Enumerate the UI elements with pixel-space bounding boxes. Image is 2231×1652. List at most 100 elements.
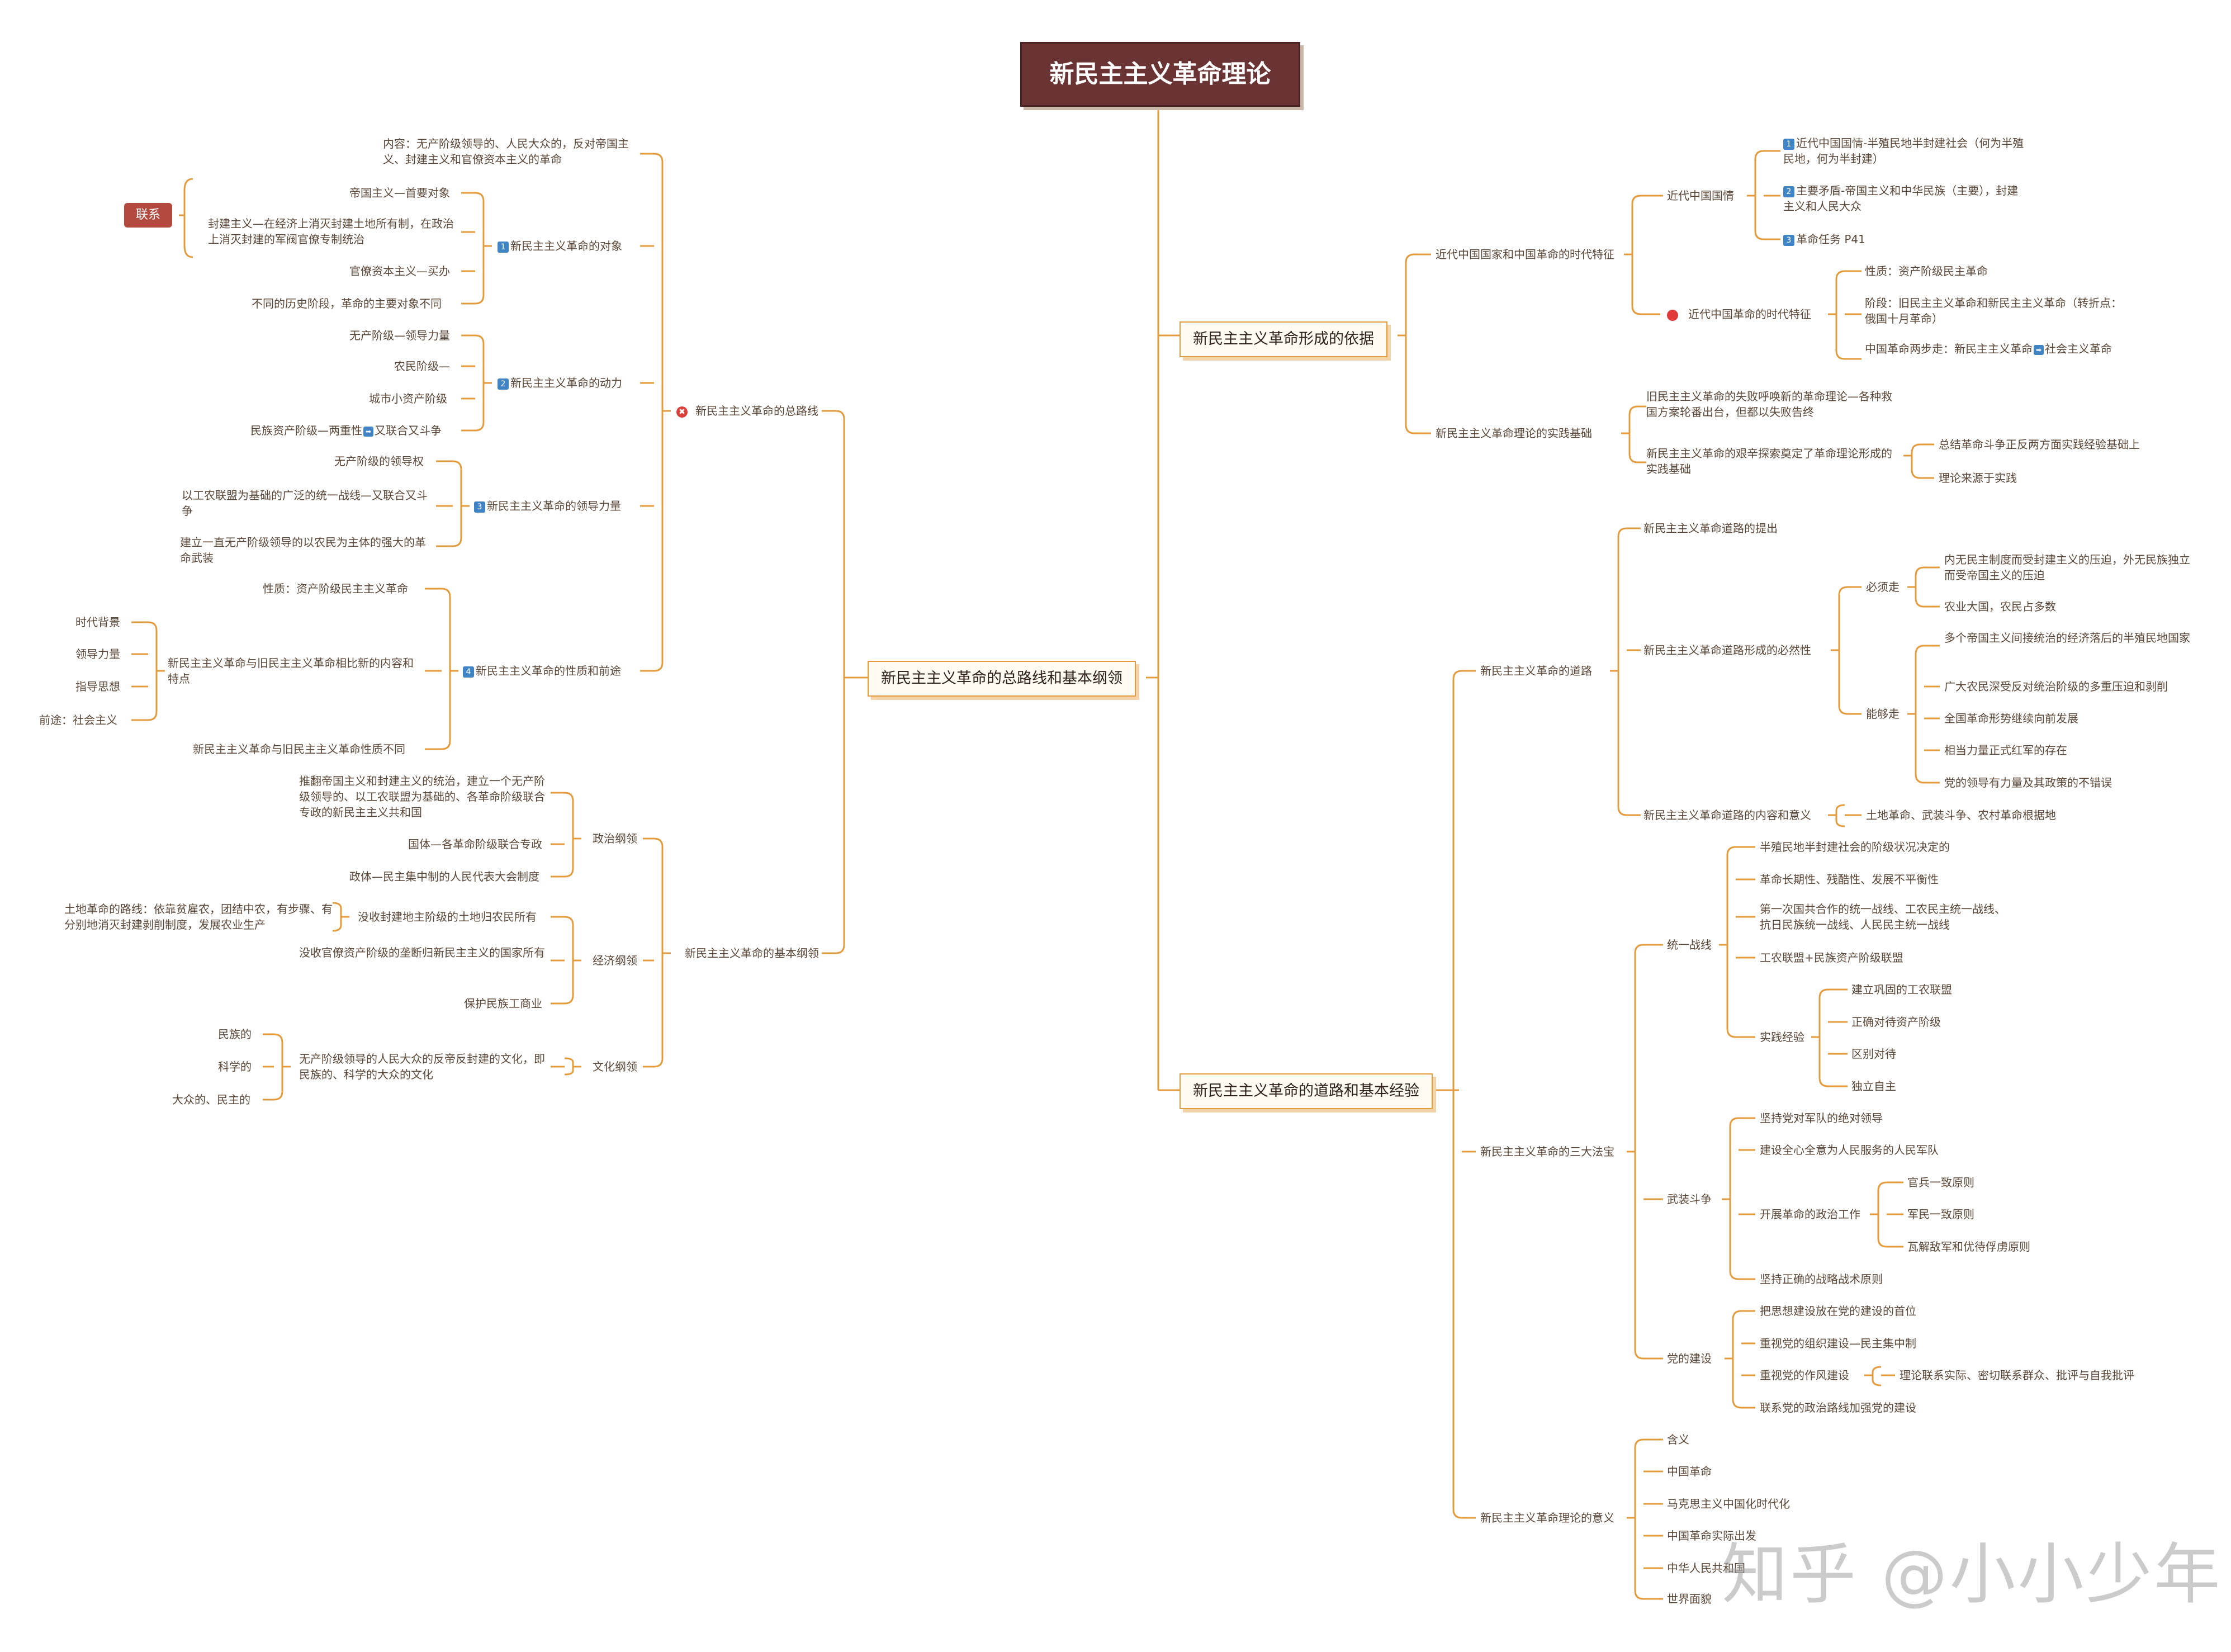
- node-wz3c[interactable]: 瓦解敌军和优待俘虏原则: [1907, 1240, 2030, 1253]
- node-dx1[interactable]: 帝国主义—首要对象: [349, 186, 450, 200]
- node-dangjianshe[interactable]: 党的建设: [1667, 1352, 1712, 1365]
- node-sj2a[interactable]: 总结革命斗争正反两方面实践经验基础上: [1939, 438, 2140, 451]
- node-sd2[interactable]: 阶段：旧民主主义革命和新民主主义革命（转折点：俄国十月革命）: [1865, 296, 2122, 325]
- node-xz2c[interactable]: 指导思想: [75, 680, 120, 693]
- node-sy4[interactable]: 独立自主: [1851, 1080, 1896, 1093]
- node-ng2[interactable]: 广大农民深受反对统治阶级的多重压迫和剥削: [1944, 680, 2168, 693]
- node-daolu[interactable]: 新民主主义革命的道路: [1480, 664, 1592, 678]
- node-wz1[interactable]: 坚持党对军队的绝对领导: [1760, 1111, 1883, 1125]
- node-ty1[interactable]: 半殖民地半封建社会的阶级状况决定的: [1760, 840, 1950, 854]
- node-dl3[interactable]: 城市小资产阶级: [369, 392, 447, 405]
- branch-xingcheng-yiju[interactable]: 新民主主义革命形成的依据: [1180, 321, 1387, 357]
- node-jj1[interactable]: 没收封建地主阶级的土地归农民所有: [358, 910, 537, 924]
- node-neirongyiyi[interactable]: 新民主主义革命道路的内容和意义: [1643, 808, 1811, 822]
- node-yy3[interactable]: 马克思主义中国化时代化: [1667, 1497, 1790, 1511]
- node-sj1[interactable]: 旧民主主义革命的失败呼唤新的革命理论—各种救国方案轮番出台，但都以失败告终: [1646, 390, 1892, 419]
- node-ty4[interactable]: 工农联盟+民族资产阶级联盟: [1760, 951, 1903, 964]
- node-dx3[interactable]: 官僚资本主义—买办: [349, 264, 450, 278]
- node-bixu[interactable]: 必须走: [1866, 580, 1900, 594]
- node-sd3[interactable]: 中国革命两步走：新民主主义革命➡社会主义革命: [1865, 342, 2112, 356]
- node-shijianjingyan[interactable]: 实践经验: [1760, 1030, 1804, 1044]
- node-ng3[interactable]: 全国革命形势继续向前发展: [1944, 712, 2078, 725]
- node-xz1[interactable]: 性质：资产阶级民主主义革命: [263, 582, 408, 595]
- node-jj2[interactable]: 没收官僚资产阶级的垄断归新民主主义的国家所有: [299, 946, 545, 959]
- node-xz2a[interactable]: 时代背景: [75, 616, 120, 629]
- node-sy3[interactable]: 区别对待: [1851, 1047, 1896, 1061]
- node-dx4[interactable]: 不同的历史阶段，革命的主要对象不同: [252, 297, 442, 310]
- node-fabao[interactable]: 新民主主义革命的三大法宝: [1480, 1145, 1614, 1158]
- node-ld1[interactable]: 无产阶级的领导权: [334, 455, 424, 468]
- node-biran[interactable]: 新民主主义革命道路形成的必然性: [1643, 643, 1811, 657]
- node-yy5[interactable]: 中华人民共和国: [1667, 1561, 1745, 1575]
- node-sd1[interactable]: 性质：资产阶级民主革命: [1865, 264, 1988, 278]
- node-nenggou[interactable]: 能够走: [1866, 707, 1900, 721]
- node-tezheng[interactable]: 近代中国国家和中国革命的时代特征: [1436, 248, 1614, 261]
- branch-daolu-jingyan[interactable]: 新民主主义革命的道路和基本经验: [1180, 1073, 1433, 1109]
- node-zz1[interactable]: 推翻帝国主义和封建主义的统治，建立一个无产阶级领导的、以工农联盟为基础的、各革命…: [299, 774, 545, 819]
- node-xz2d[interactable]: 前途：社会主义: [39, 713, 117, 727]
- node-shijian[interactable]: 新民主主义革命理论的实践基础: [1436, 427, 1592, 440]
- node-zz2[interactable]: 国体—各革命阶级联合专政: [408, 837, 542, 851]
- node-sy1[interactable]: 建立巩固的工农联盟: [1851, 983, 1952, 996]
- node-yiyi[interactable]: 新民主主义革命理论的意义: [1480, 1511, 1614, 1525]
- node-xz2[interactable]: 新民主主义革命与旧民主主义革命相比新的内容和特点: [168, 656, 414, 685]
- node-wz3a[interactable]: 官兵一致原则: [1907, 1176, 1974, 1189]
- branch-zongluxian-gangling[interactable]: 新民主主义革命的总路线和基本纲领: [868, 661, 1136, 697]
- node-yy1[interactable]: 含义: [1667, 1433, 1689, 1446]
- node-jj3[interactable]: 保护民族工商业: [464, 997, 542, 1010]
- node-wz3[interactable]: 开展革命的政治工作: [1760, 1208, 1860, 1221]
- node-neirong[interactable]: 内容：无产阶级领导的、人民大众的，反对帝国主义、封建主义和官僚资本主义的革命: [383, 137, 629, 166]
- node-ng1[interactable]: 多个帝国主义间接统治的经济落后的半殖民地国家: [1944, 631, 2190, 645]
- node-yy2[interactable]: 中国革命: [1667, 1465, 1712, 1478]
- node-zz3[interactable]: 政体—民主集中制的人民代表大会制度: [349, 870, 539, 883]
- root-title[interactable]: 新民主主义革命理论: [1020, 42, 1300, 107]
- node-xz2b[interactable]: 领导力量: [75, 647, 120, 661]
- node-ty3[interactable]: 第一次国共合作的统一战线、工农民主统一战线、抗日民族统一战线、人民民主统一战线: [1760, 902, 2006, 931]
- node-jj1a[interactable]: 土地革命的路线：依靠贫雇农，团结中农，有步骤、有分别地消灭封建剥削制度，发展农业…: [64, 902, 333, 931]
- node-ld3[interactable]: 建立一直无产阶级领导的以农民为主体的强大的革命武装: [180, 536, 426, 565]
- node-dj1[interactable]: 把思想建设放在党的建设的首位: [1760, 1304, 1916, 1318]
- node-wz3b[interactable]: 军民一致原则: [1907, 1208, 1974, 1221]
- node-dj3a[interactable]: 理论联系实际、密切联系群众、批评与自我批评: [1900, 1369, 2134, 1382]
- node-dx2[interactable]: 封建主义—在经济上消灭封建土地所有制，在政治上消灭封建的军阀官僚专制统治: [208, 217, 454, 246]
- node-bx2[interactable]: 农业大国，农民占多数: [1944, 600, 2056, 613]
- node-ty2[interactable]: 革命长期性、残酷性、发展不平衡性: [1760, 873, 1939, 886]
- node-dj3[interactable]: 重视党的作风建设: [1760, 1369, 1849, 1382]
- node-dl1[interactable]: 无产阶级—领导力量: [349, 329, 450, 342]
- node-jingji[interactable]: 经济纲领: [593, 954, 637, 967]
- node-bx1[interactable]: 内无民主制度而受封建主义的压迫，外无民族独立而受帝国主义的压迫: [1944, 553, 2190, 582]
- node-sj2b[interactable]: 理论来源于实践: [1939, 471, 2017, 485]
- node-wuzhuang[interactable]: 武装斗争: [1667, 1192, 1712, 1206]
- node-dl4[interactable]: 民族资产阶级—两重性➡又联合又斗争: [250, 424, 442, 437]
- node-wh1[interactable]: 无产阶级领导的人民大众的反帝反封建的文化，即民族的、科学的大众的文化: [299, 1052, 545, 1081]
- node-zongluxian[interactable]: ✖新民主主义革命的总路线: [676, 403, 818, 419]
- node-shidai[interactable]: 近代中国革命的时代特征: [1667, 306, 1811, 322]
- node-ng4[interactable]: 相当力量正式红军的存在: [1944, 744, 2067, 757]
- node-dj4[interactable]: 联系党的政治路线加强党的建设: [1760, 1401, 1916, 1414]
- node-tichu[interactable]: 新民主主义革命道路的提出: [1643, 522, 1778, 535]
- node-yy6[interactable]: 世界面貌: [1667, 1592, 1712, 1606]
- node-wh1b[interactable]: 科学的: [218, 1060, 252, 1073]
- node-ld2[interactable]: 以工农联盟为基础的广泛的统一战线—又联合又斗争: [182, 489, 428, 518]
- node-dl2[interactable]: 农民阶级—: [394, 359, 450, 373]
- node-xz3[interactable]: 新民主主义革命与旧民主主义革命性质不同: [193, 742, 405, 756]
- node-nr1[interactable]: 土地革命、武装斗争、农村革命根据地: [1866, 808, 2056, 822]
- node-sy2[interactable]: 正确对待资产阶级: [1851, 1015, 1941, 1029]
- node-wh1a[interactable]: 民族的: [218, 1028, 252, 1041]
- node-dj2[interactable]: 重视党的组织建设—民主集中制: [1760, 1337, 1916, 1350]
- node-wz4[interactable]: 坚持正确的战略战术原则: [1760, 1272, 1883, 1286]
- node-zhengzhi[interactable]: 政治纲领: [593, 832, 637, 845]
- node-yy4[interactable]: 中国革命实际出发: [1667, 1529, 1756, 1542]
- node-gangling[interactable]: 新民主主义革命的基本纲领: [685, 946, 819, 960]
- node-wz2[interactable]: 建设全心全意为人民服务的人民军队: [1760, 1143, 1939, 1157]
- node-guoqing[interactable]: 近代中国国情: [1667, 189, 1734, 202]
- node-ng5[interactable]: 党的领导有力量及其政策的不错误: [1944, 776, 2112, 789]
- node-tongyi[interactable]: 统一战线: [1667, 938, 1712, 952]
